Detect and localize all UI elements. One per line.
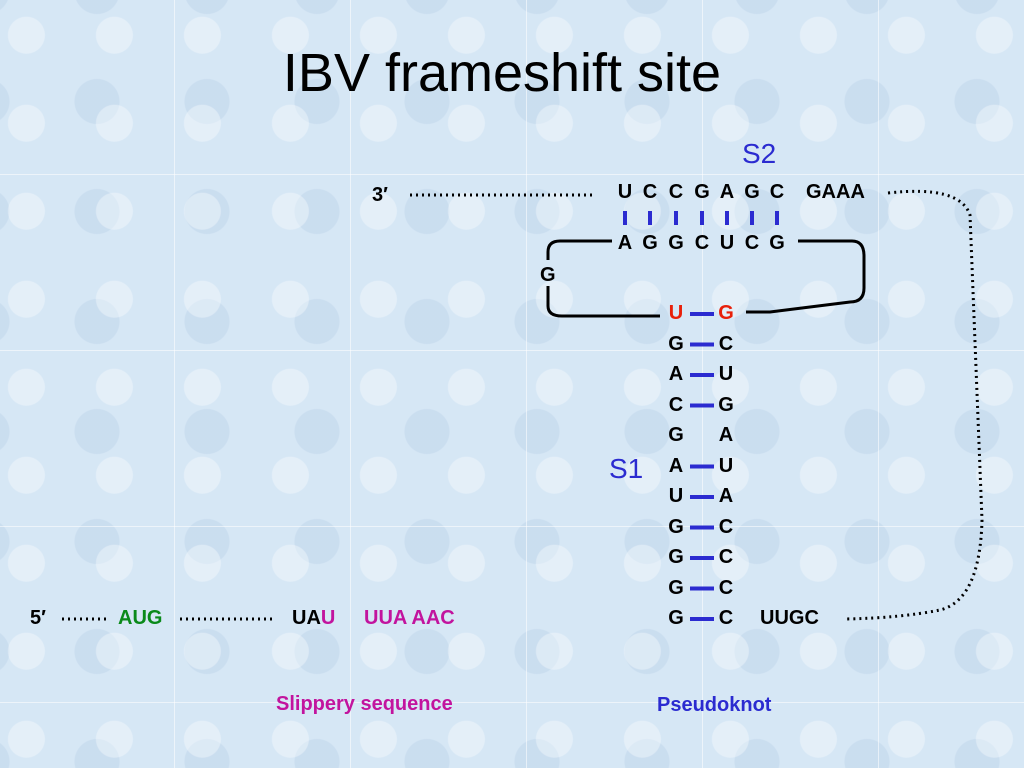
s2-bottom-nt: G xyxy=(769,232,785,254)
uau-prefix: UA xyxy=(292,607,321,629)
dotted-loop-right xyxy=(845,189,984,621)
s1-left-nt: U xyxy=(668,302,684,324)
s2-bottom-nt: A xyxy=(617,232,633,254)
s1-right-nt: G xyxy=(718,302,734,324)
left-loop-line xyxy=(546,239,612,260)
five-prime-label: 5′ xyxy=(30,607,46,629)
s2-top-nt: C xyxy=(769,181,785,203)
s2-bottom-nt: C xyxy=(694,232,710,254)
s1-left-nt: G xyxy=(668,546,684,568)
gaaa-sequence: GAAA xyxy=(806,181,865,203)
s1-bonds xyxy=(690,312,714,621)
three-prime-label: 3′ xyxy=(372,184,388,206)
slide-title: IBV frameshift site xyxy=(282,43,722,103)
s1-right-nt: U xyxy=(718,454,734,477)
s2-top-nt: G xyxy=(744,181,760,203)
s2-top-nt: G xyxy=(694,181,710,203)
s1-right-nt: C xyxy=(718,515,734,538)
s1-left-nt: G xyxy=(668,424,684,446)
s1-right-nt: C xyxy=(718,332,734,355)
s1-left-nt: G xyxy=(668,607,684,629)
s1-left-nt: U xyxy=(668,485,684,507)
s1-right-nt: C xyxy=(718,607,734,629)
s2-bottom-nt: C xyxy=(744,232,760,254)
uau-codon: UAU xyxy=(292,607,335,630)
right-loop-line xyxy=(746,239,866,314)
uau-highlight: U xyxy=(320,607,336,629)
s1-right-nt: C xyxy=(718,546,734,568)
uua-aac-sequence: UUA AAC xyxy=(364,607,455,629)
s1-left-nt: G xyxy=(668,576,684,599)
s1-left-nt: G xyxy=(668,332,684,355)
s1-right-nt: U xyxy=(718,363,734,385)
slippery-sequence-label: Slippery sequence xyxy=(276,693,453,715)
s1-right-nt: A xyxy=(718,424,734,446)
s2-top-nt: U xyxy=(617,181,633,203)
s2-bottom-nt: G xyxy=(668,232,684,254)
left-loop-line-lower xyxy=(546,286,660,318)
s1-left-nt: A xyxy=(668,454,684,477)
uugc-sequence: UUGC xyxy=(760,607,819,629)
s2-top-nt: C xyxy=(668,181,684,203)
s1-left-nt: C xyxy=(668,393,684,416)
s2-label: S2 xyxy=(742,138,777,169)
loop-g-nucleotide: G xyxy=(540,264,556,286)
s1-right-nt: A xyxy=(718,485,734,507)
s1-left-nt: A xyxy=(668,363,684,385)
pseudoknot-label: Pseudoknot xyxy=(657,694,772,716)
s1-left-nt: G xyxy=(668,515,684,538)
s2-top-nt: A xyxy=(719,181,735,203)
s2-top-nt: C xyxy=(642,181,658,203)
s2-bottom-nt: U xyxy=(719,232,735,254)
s1-label: S1 xyxy=(609,453,644,484)
s2-pair-ticks xyxy=(623,211,779,225)
s2-bottom-nt: G xyxy=(642,232,658,254)
s1-right-nt: G xyxy=(718,393,734,416)
s1-right-nt: C xyxy=(718,576,734,599)
aug-start-codon: AUG xyxy=(118,607,163,629)
